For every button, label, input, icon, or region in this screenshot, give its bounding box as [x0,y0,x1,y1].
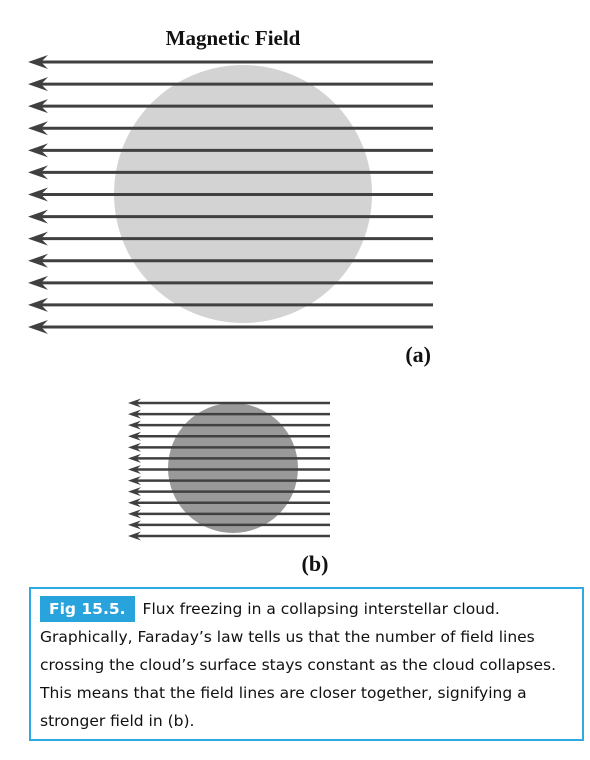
panel-b-arrowhead [128,498,141,508]
panel-b-arrowhead [128,465,141,474]
panel-a-arrowhead [28,320,48,334]
panel-b-arrowhead [128,509,141,519]
panel-a-arrowhead [28,297,48,312]
caption-text: Flux freezing in a collapsing interstell… [40,600,557,730]
figure-number-tag: Fig 15.5. [40,596,135,622]
diagram-title: Magnetic Field [166,26,301,50]
panel-b-arrowhead [128,520,141,530]
panel-a-arrowhead [28,143,48,158]
panel-a-arrowhead [28,55,48,69]
panel-a-arrowhead [28,253,48,268]
panel-a-arrowhead [28,99,48,114]
panel-a-arrowhead [28,187,48,202]
panel-a-diagram: Magnetic Field (a) [28,26,433,367]
panel-a-arrowhead [28,77,48,92]
panel-a-arrowhead [28,165,48,180]
field-lines-a [28,55,433,334]
panel-b-arrowhead [128,431,141,441]
panel-b-arrowhead [128,409,141,419]
panel-a-arrowhead [28,231,48,246]
panel-b-diagram: (b) [128,398,330,576]
panel-b-arrowhead [128,398,141,408]
panel-a-arrowhead [28,209,48,224]
figure-caption: Fig 15.5.Flux freezing in a collapsing i… [29,587,584,741]
panel-a-arrowhead [28,121,48,136]
panel-a-arrowhead [28,275,48,290]
panel-b-arrowhead [128,453,141,463]
panel-b-arrowhead [128,420,141,430]
panel-b-arrowhead [128,531,141,541]
panel-a-label: (a) [405,342,431,367]
panel-b-arrowhead [128,476,141,486]
field-lines-b [128,398,330,541]
panel-b-arrowhead [128,487,141,497]
panel-b-label: (b) [302,551,329,576]
panel-b-arrowhead [128,442,141,452]
